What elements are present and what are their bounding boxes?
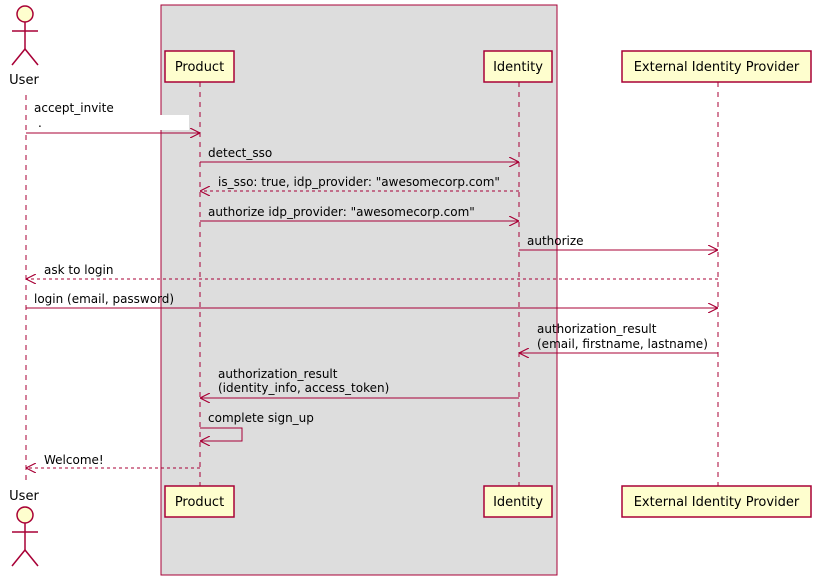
participant-identity-bottom: Identity (483, 485, 553, 518)
participant-label: Identity (493, 495, 543, 510)
message-label: complete sign_up (208, 411, 314, 425)
actor-head-icon (16, 506, 34, 524)
participant-group-box (160, 4, 558, 576)
participant-product-top: Product (164, 50, 235, 83)
message-label: is_sso: true, idp_provider: "awesomecorp… (218, 175, 500, 189)
message-authorize: authorize (519, 234, 717, 250)
participant-identity-top: Identity (483, 50, 553, 83)
participant-idp-top: External Identity Provider (621, 50, 812, 83)
message-login: login (email, password) (26, 292, 717, 308)
participant-label: Identity (493, 60, 543, 75)
message-label: authorization_result (218, 367, 338, 381)
message-label: authorize (527, 234, 584, 248)
message-label: login (email, password) (34, 292, 174, 306)
participant-label: External Identity Provider (634, 495, 800, 510)
message-label: authorize idp_provider: "awesomecorp.com… (208, 205, 475, 219)
message-ask-to-login: ask to login (27, 263, 718, 279)
message-complete-sign-up: complete sign_up (200, 411, 314, 441)
message-is-sso: is_sso: true, idp_provider: "awesomecorp… (201, 175, 519, 191)
message-label: ask to login (44, 263, 113, 277)
actor-user-bottom: User (9, 489, 39, 567)
participant-label: Product (175, 60, 224, 75)
message-authorization-result-idp: authorization_result (email, firstname, … (520, 322, 718, 353)
participant-label: External Identity Provider (634, 60, 800, 75)
message-label-background (30, 115, 189, 130)
message-label: accept_invite (34, 101, 114, 115)
message-arrow (200, 427, 243, 441)
message-label: detect_sso (208, 146, 272, 160)
actor-user-top: User (9, 5, 39, 88)
message-authorization-result-identity: authorization_result (identity_info, acc… (201, 367, 519, 398)
message-welcome: Welcome! (27, 453, 200, 468)
actor-label-top: User (9, 73, 39, 88)
message-label-line2: (identity_info, access_token) (218, 381, 389, 395)
actor-head-icon (16, 5, 34, 23)
message-authorize-idp-provider: authorize idp_provider: "awesomecorp.com… (200, 205, 518, 221)
message-accept-invite: accept_invite . (26, 101, 199, 133)
message-sublabel: . (38, 116, 42, 130)
actor-label-bottom: User (9, 489, 39, 504)
message-label: authorization_result (537, 322, 657, 336)
message-label-line2: (email, firstname, lastname) (537, 337, 708, 351)
participant-label: Product (175, 495, 224, 510)
participant-idp-bottom: External Identity Provider (621, 485, 812, 518)
message-label: Welcome! (44, 453, 104, 467)
participant-product-bottom: Product (164, 485, 235, 518)
message-detect-sso: detect_sso (200, 146, 518, 162)
